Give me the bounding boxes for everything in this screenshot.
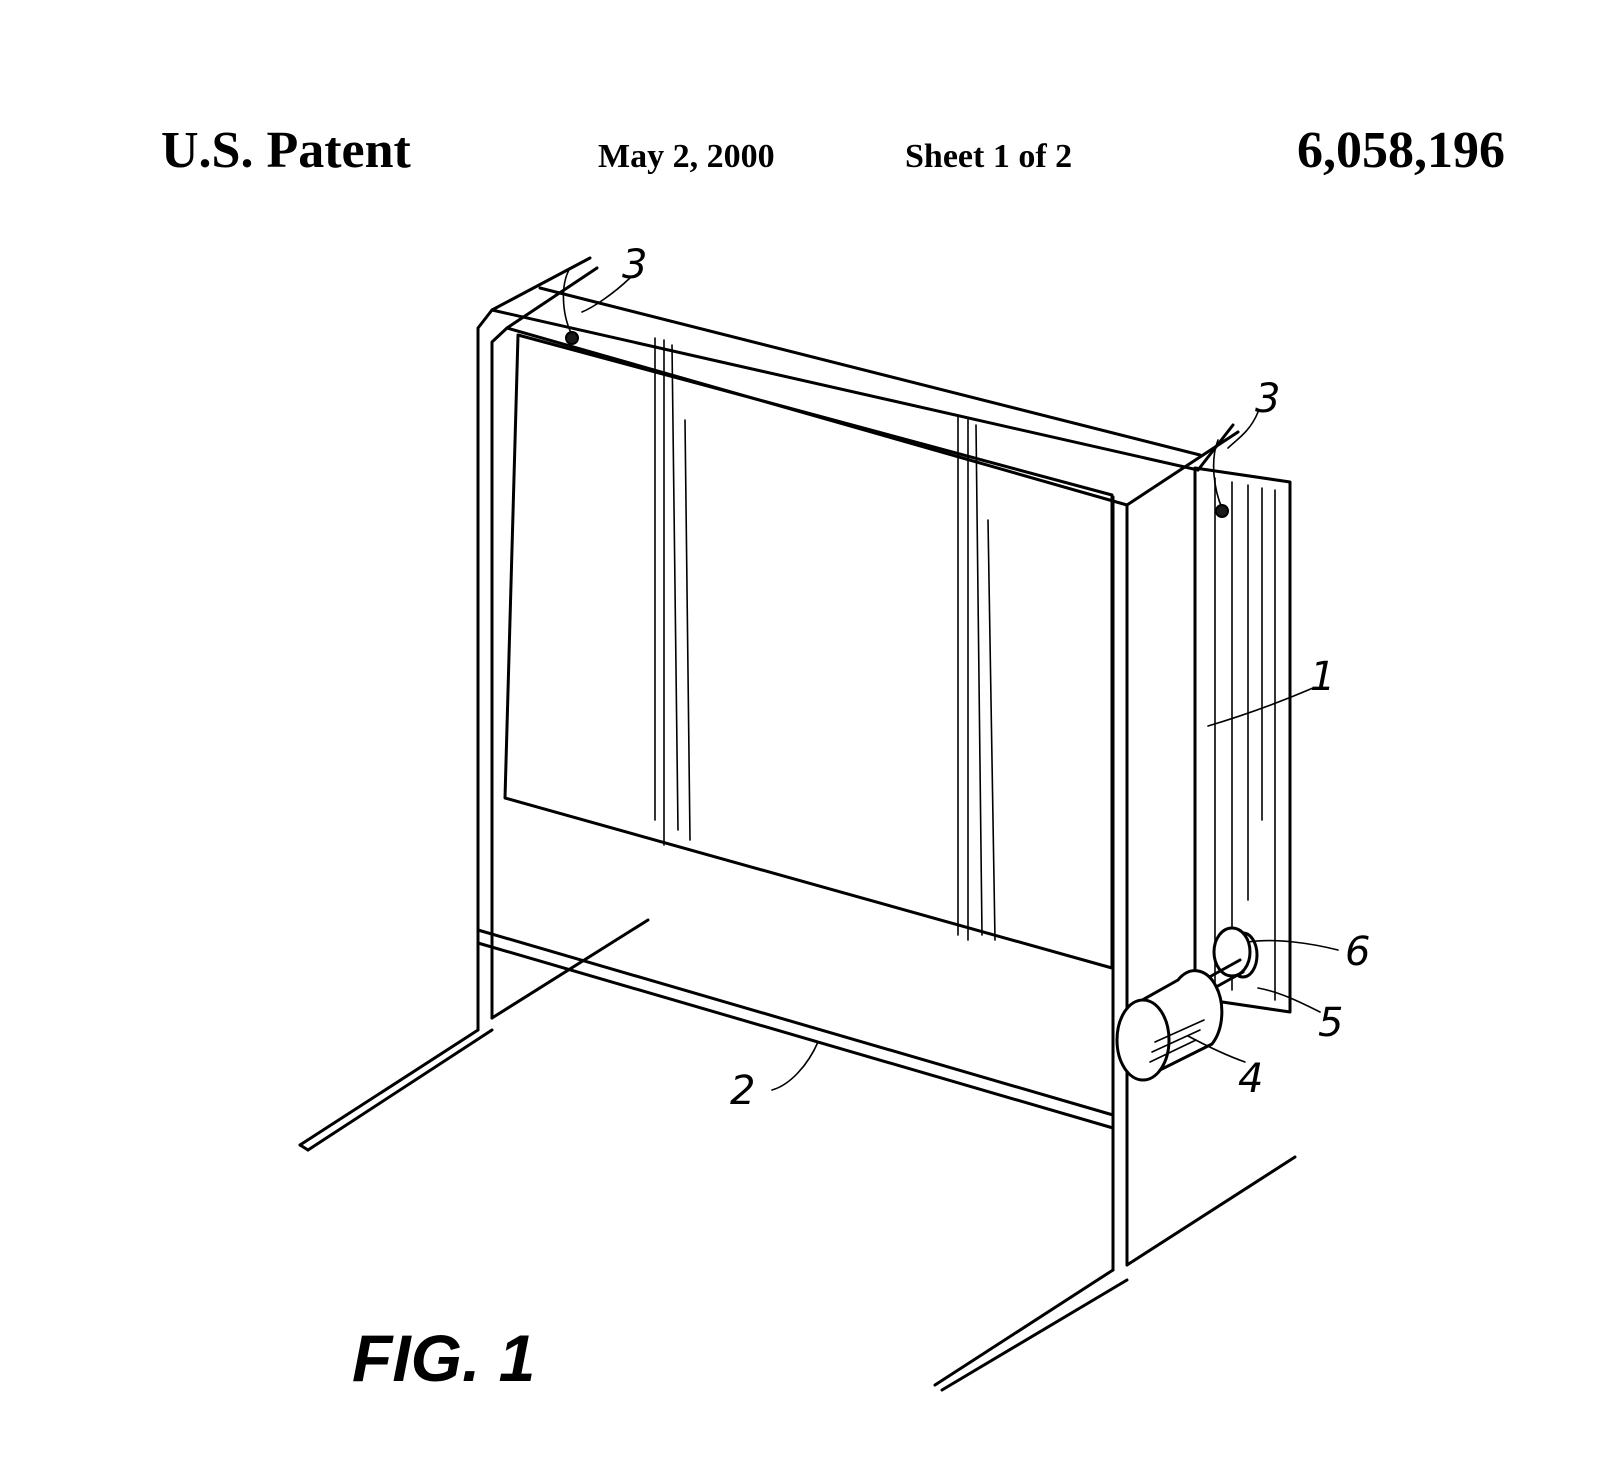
motor-hatching <box>1149 1019 1205 1063</box>
back-screen-hatching <box>1214 477 1276 1001</box>
patent-number: 6,058,196 <box>1297 122 1505 179</box>
ref-numeral-6: 6 <box>1345 929 1370 975</box>
ref-numeral-4: 4 <box>1238 1056 1263 1102</box>
ref-numeral-1: 1 <box>1310 654 1335 700</box>
crossbar <box>476 928 1115 1130</box>
drive-assembly <box>1115 926 1259 1082</box>
front-screen-hatching <box>654 337 996 941</box>
back-screen-panel <box>1193 466 1292 1014</box>
hooks <box>562 267 1229 518</box>
leader-lines <box>581 277 1339 1091</box>
patent-date: May 2, 2000 <box>598 138 775 175</box>
ref-numeral-2: 2 <box>730 1068 755 1114</box>
patent-label: U.S. Patent <box>161 122 411 179</box>
ref-numeral-3-left: 3 <box>622 242 647 288</box>
ref-numeral-3-right: 3 <box>1255 376 1280 422</box>
patent-sheet: Sheet 1 of 2 <box>905 138 1073 175</box>
figure-label: FIG. 1 <box>352 1321 536 1395</box>
ref-numeral-5: 5 <box>1318 1000 1343 1046</box>
